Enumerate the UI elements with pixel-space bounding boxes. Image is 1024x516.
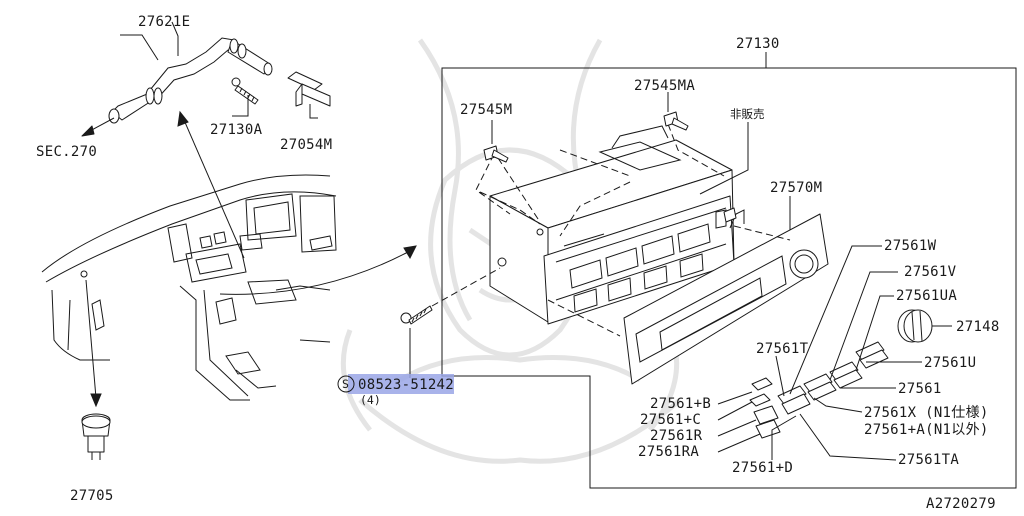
sensor-27054m (287, 71, 331, 119)
label-27148: 27148 (956, 319, 1000, 335)
label-27705: 27705 (70, 488, 114, 504)
label-27561T: 27561T (756, 341, 809, 357)
grommet-27705 (81, 413, 111, 460)
arrow-to-grommet-head (90, 393, 102, 408)
screw-27130a (231, 77, 259, 117)
label-bolt-prefix: S (342, 377, 349, 391)
bolt-label-highlight (348, 374, 454, 394)
label-27561U: 27561U (924, 355, 976, 371)
bezel-27570m (623, 207, 829, 385)
label-bolt: 08523-51242 (358, 377, 454, 393)
label-27130: 27130 (736, 36, 780, 52)
label-bolt-qty: (4) (360, 393, 381, 407)
leader-hihanbai (699, 122, 749, 195)
label-27561UA: 27561UA (896, 288, 957, 304)
label-27561W: 27561W (884, 238, 937, 254)
screw-27545m (483, 145, 509, 163)
arrow-to-hose-head (177, 110, 189, 127)
label-27054M: 27054M (280, 137, 332, 153)
label-27545M: 27545M (460, 102, 512, 118)
button-leaders (717, 245, 922, 461)
dashboard-illustration (41, 174, 337, 401)
dash-bezel (547, 225, 791, 337)
arrow-sec270-head (81, 125, 95, 137)
figure-code: A2720279 (926, 496, 996, 511)
label-27561V: 27561V (904, 264, 957, 280)
arrow-to-grommet (85, 279, 97, 399)
label-27561pC: 27561+C (640, 412, 701, 428)
label-27561RA: 27561RA (638, 444, 699, 460)
label-27561X: 27561X (N1仕様) (864, 405, 989, 421)
screw-27545ma (663, 111, 689, 131)
label-27561pA: 27561+A(N1以外) (864, 422, 989, 438)
arrow-to-unit (219, 251, 409, 295)
aspirator-hose (108, 21, 273, 124)
label-27561pD: 27561+D (732, 460, 793, 476)
knob-27148 (897, 309, 933, 343)
label-hihanbai: 非販売 (730, 107, 765, 121)
label-27561TA: 27561TA (898, 452, 959, 468)
label-sec270: SEC.270 (36, 144, 97, 160)
dash-lines-unit (475, 123, 725, 237)
label-27570M: 27570M (770, 180, 822, 196)
bolt-08523-51242 (400, 305, 433, 325)
bolt-s-circle (337, 375, 355, 393)
arrow-to-unit-head (403, 245, 417, 260)
dash-bolt (431, 267, 501, 307)
ac-control-unit (489, 125, 735, 325)
label-27130A: 27130A (210, 122, 263, 138)
label-27561pB: 27561+B (650, 396, 711, 412)
label-27621E: 27621E (138, 14, 190, 30)
label-27545MA: 27545MA (634, 78, 695, 94)
arrow-to-hose (183, 119, 245, 259)
watermark-crest (340, 38, 682, 464)
label-27561R: 27561R (650, 428, 703, 444)
label-27561: 27561 (898, 381, 942, 397)
